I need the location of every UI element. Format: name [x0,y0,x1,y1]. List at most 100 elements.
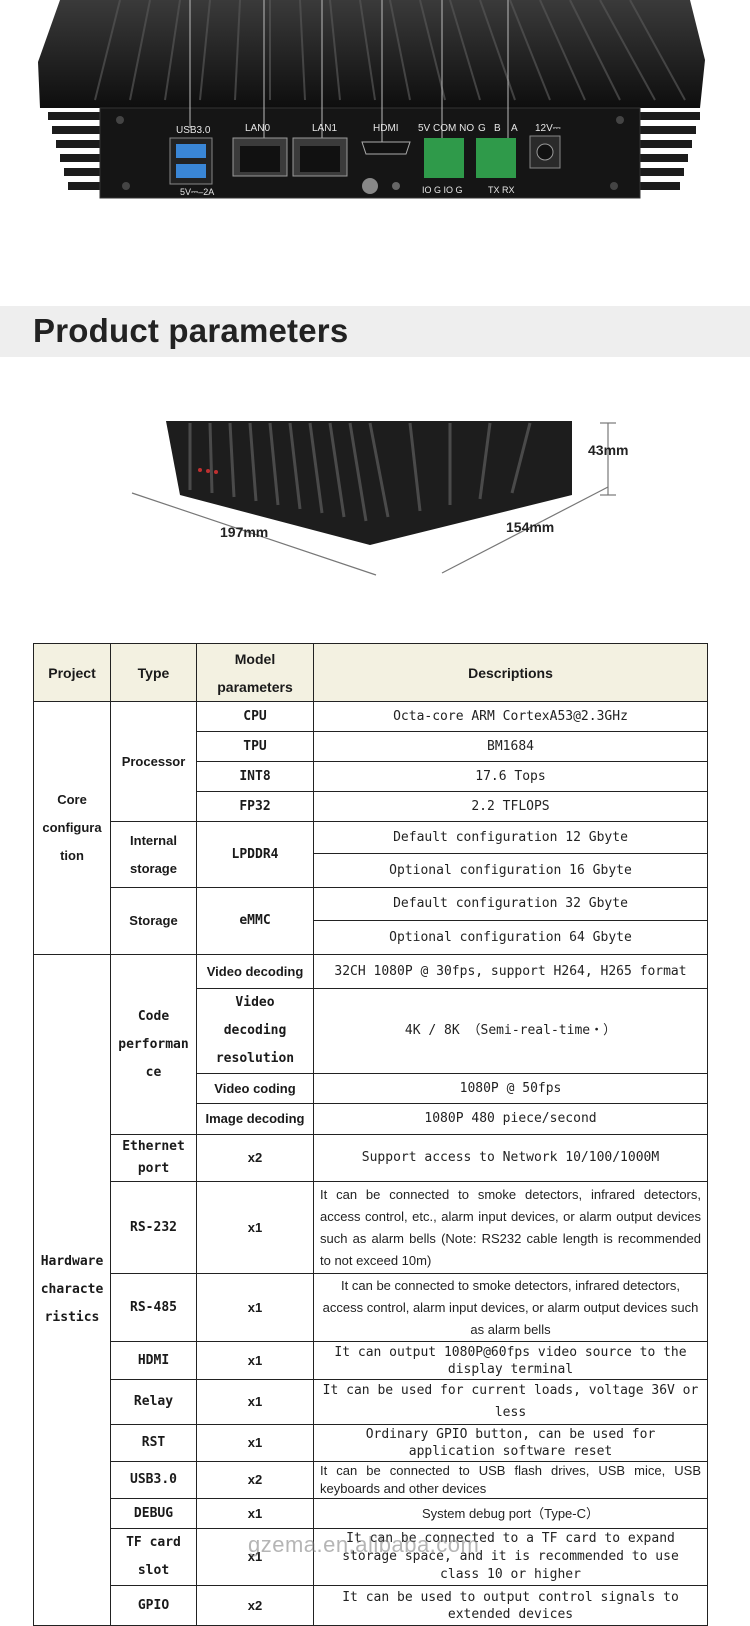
label-term-top: 5V COM NO [418,123,474,134]
rear-panel-photo: USB3.0 5V⎓‒2A LAN0 LAN1 HDMI 5V COM NO G… [0,0,750,215]
table-header-row: Project Type Model parameters Descriptio… [33,643,708,702]
desc-gpio: It can be used to output control signals… [313,1585,708,1626]
dimension-photo: 43mm 197mm 154mm [120,395,640,590]
desc-lpddr4-default: Default configuration 12 Gbyte [313,821,708,854]
desc-ethernet: Support access to Network 10/100/1000M [313,1134,708,1182]
model-video-decoding: Video decoding [196,954,314,989]
label-usb: USB3.0 [176,125,211,136]
type-tf: TF card slot [110,1528,197,1586]
label-term-g: G [478,123,486,134]
type-usb3: USB3.0 [110,1461,197,1499]
type-relay: Relay [110,1379,197,1425]
project-hardware: Hardware characte ristics [33,954,111,1626]
table-row: HDMI x1 It can output 1080P@60fps video … [34,1341,708,1380]
model-gpio: x2 [196,1585,314,1626]
model-rs485: x1 [196,1273,314,1342]
header-model: Model parameters [196,643,314,702]
section-header: Product parameters [0,306,750,357]
model-image-decoding: Image decoding [196,1103,314,1135]
dim-width: 197mm [220,524,268,540]
table-row: TF card slot x1 It can be connected to a… [34,1528,708,1586]
desc-hdmi: It can output 1080P@60fps video source t… [313,1341,708,1380]
type-rst: RST [110,1424,197,1462]
type-storage: Storage [110,887,197,955]
desc-image-decoding: 1080P 480 piece/second [313,1103,708,1135]
label-power: 12V⎓ [535,123,561,134]
desc-tf: It can be connected to a TF card to expa… [313,1528,708,1586]
table-row: Core configura tion Processor CPU Octa-c… [33,701,708,955]
dim-height: 43mm [588,442,628,458]
type-gpio: GPIO [110,1585,197,1626]
desc-tpu: BM1684 [313,731,708,762]
model-tf: x1 [196,1528,314,1586]
model-video-coding: Video coding [196,1073,314,1104]
model-lpddr4: LPDDR4 [196,821,314,888]
table-row: Internal storage LPDDR4 Default configur… [34,821,708,888]
type-debug: DEBUG [110,1498,197,1529]
label-lan0: LAN0 [245,123,270,134]
model-video-decoding-res: Video decoding resolution [196,988,314,1074]
dim-depth: 154mm [506,519,554,535]
header-desc: Descriptions [313,643,708,702]
table-row: Storage eMMC Default configuration 32 Gb… [34,887,708,955]
desc-emmc-default: Default configuration 32 Gbyte [313,887,708,921]
desc-debug: System debug port（Type-C） [313,1498,708,1529]
desc-lpddr4-optional: Optional configuration 16 Gbyte [313,853,708,888]
type-rs232: RS-232 [110,1181,197,1274]
model-cpu: CPU [196,701,314,732]
rear-panel-illustration: USB3.0 5V⎓‒2A LAN0 LAN1 HDMI 5V COM NO G… [38,0,705,199]
type-hdmi: HDMI [110,1341,197,1380]
section-title: Product parameters [33,312,349,349]
table-row: Image decoding 1080P 480 piece/second [34,1103,708,1135]
watermark: gzema.en.alibaba.com [248,1532,480,1557]
type-internal-storage: Internal storage [110,821,197,888]
table-row: Optional configuration 16 Gbyte [34,853,708,888]
table-row: RS-485 x1 It can be connected to smoke d… [34,1273,708,1342]
model-hdmi: x1 [196,1341,314,1380]
desc-video-decoding-res: 4K / 8K （Semi-real-time・） [313,988,708,1074]
table-row: Relay x1 It can be used for current load… [34,1379,708,1425]
header-type: Type [110,643,197,702]
desc-int8: 17.6 Tops [313,761,708,792]
desc-emmc-optional: Optional configuration 64 Gbyte [313,920,708,955]
desc-video-decoding: 32CH 1080P @ 30fps, support H264, H265 f… [313,954,708,989]
table-row: Video coding 1080P @ 50fps [34,1073,708,1104]
dimension-illustration: 43mm 197mm 154mm [131,421,628,576]
model-relay: x1 [196,1379,314,1425]
label-term-b: B [494,123,501,134]
table-row: GPIO x2 It can be used to output control… [34,1585,708,1626]
table-row: Ethernet port x2 Support access to Netwo… [34,1134,708,1182]
desc-relay: It can be used for current loads, voltag… [313,1379,708,1425]
type-codec: Code performan ce [110,954,197,1135]
desc-usb3: It can be connected to USB flash drives,… [313,1461,708,1499]
model-rs232: x1 [196,1181,314,1274]
table-row: Hardware characte ristics Code performan… [33,954,708,1626]
type-processor: Processor [110,701,197,822]
desc-fp32: 2.2 TFLOPS [313,791,708,822]
label-term-a: A [511,123,518,134]
type-ethernet: Ethernet port [110,1134,197,1182]
table-row: DEBUG x1 System debug port（Type-C） [34,1498,708,1529]
model-emmc: eMMC [196,887,314,955]
type-rs485: RS-485 [110,1273,197,1342]
model-rst: x1 [196,1424,314,1462]
header-project: Project [33,643,111,702]
model-ethernet: x2 [196,1134,314,1182]
model-tpu: TPU [196,731,314,762]
desc-cpu: Octa-core ARM CortexA53@2.3GHz [313,701,708,732]
model-usb3: x2 [196,1461,314,1499]
label-term-bottom-left: IO G IO G [422,185,463,195]
desc-video-coding: 1080P @ 50fps [313,1073,708,1104]
label-hdmi: HDMI [373,123,399,134]
spec-table: Project Type Model parameters Descriptio… [33,643,708,1626]
label-term-bottom-right: TX RX [488,185,515,195]
project-core: Core configura tion [33,701,111,955]
desc-rs485: It can be connected to smoke detectors, … [313,1273,708,1342]
desc-rs232: It can be connected to smoke detectors, … [313,1181,708,1274]
label-lan1: LAN1 [312,123,337,134]
table-row: RS-232 x1 It can be connected to smoke d… [34,1181,708,1274]
label-usb-power: 5V⎓‒2A [180,187,214,197]
model-fp32: FP32 [196,791,314,822]
model-int8: INT8 [196,761,314,792]
model-debug: x1 [196,1498,314,1529]
